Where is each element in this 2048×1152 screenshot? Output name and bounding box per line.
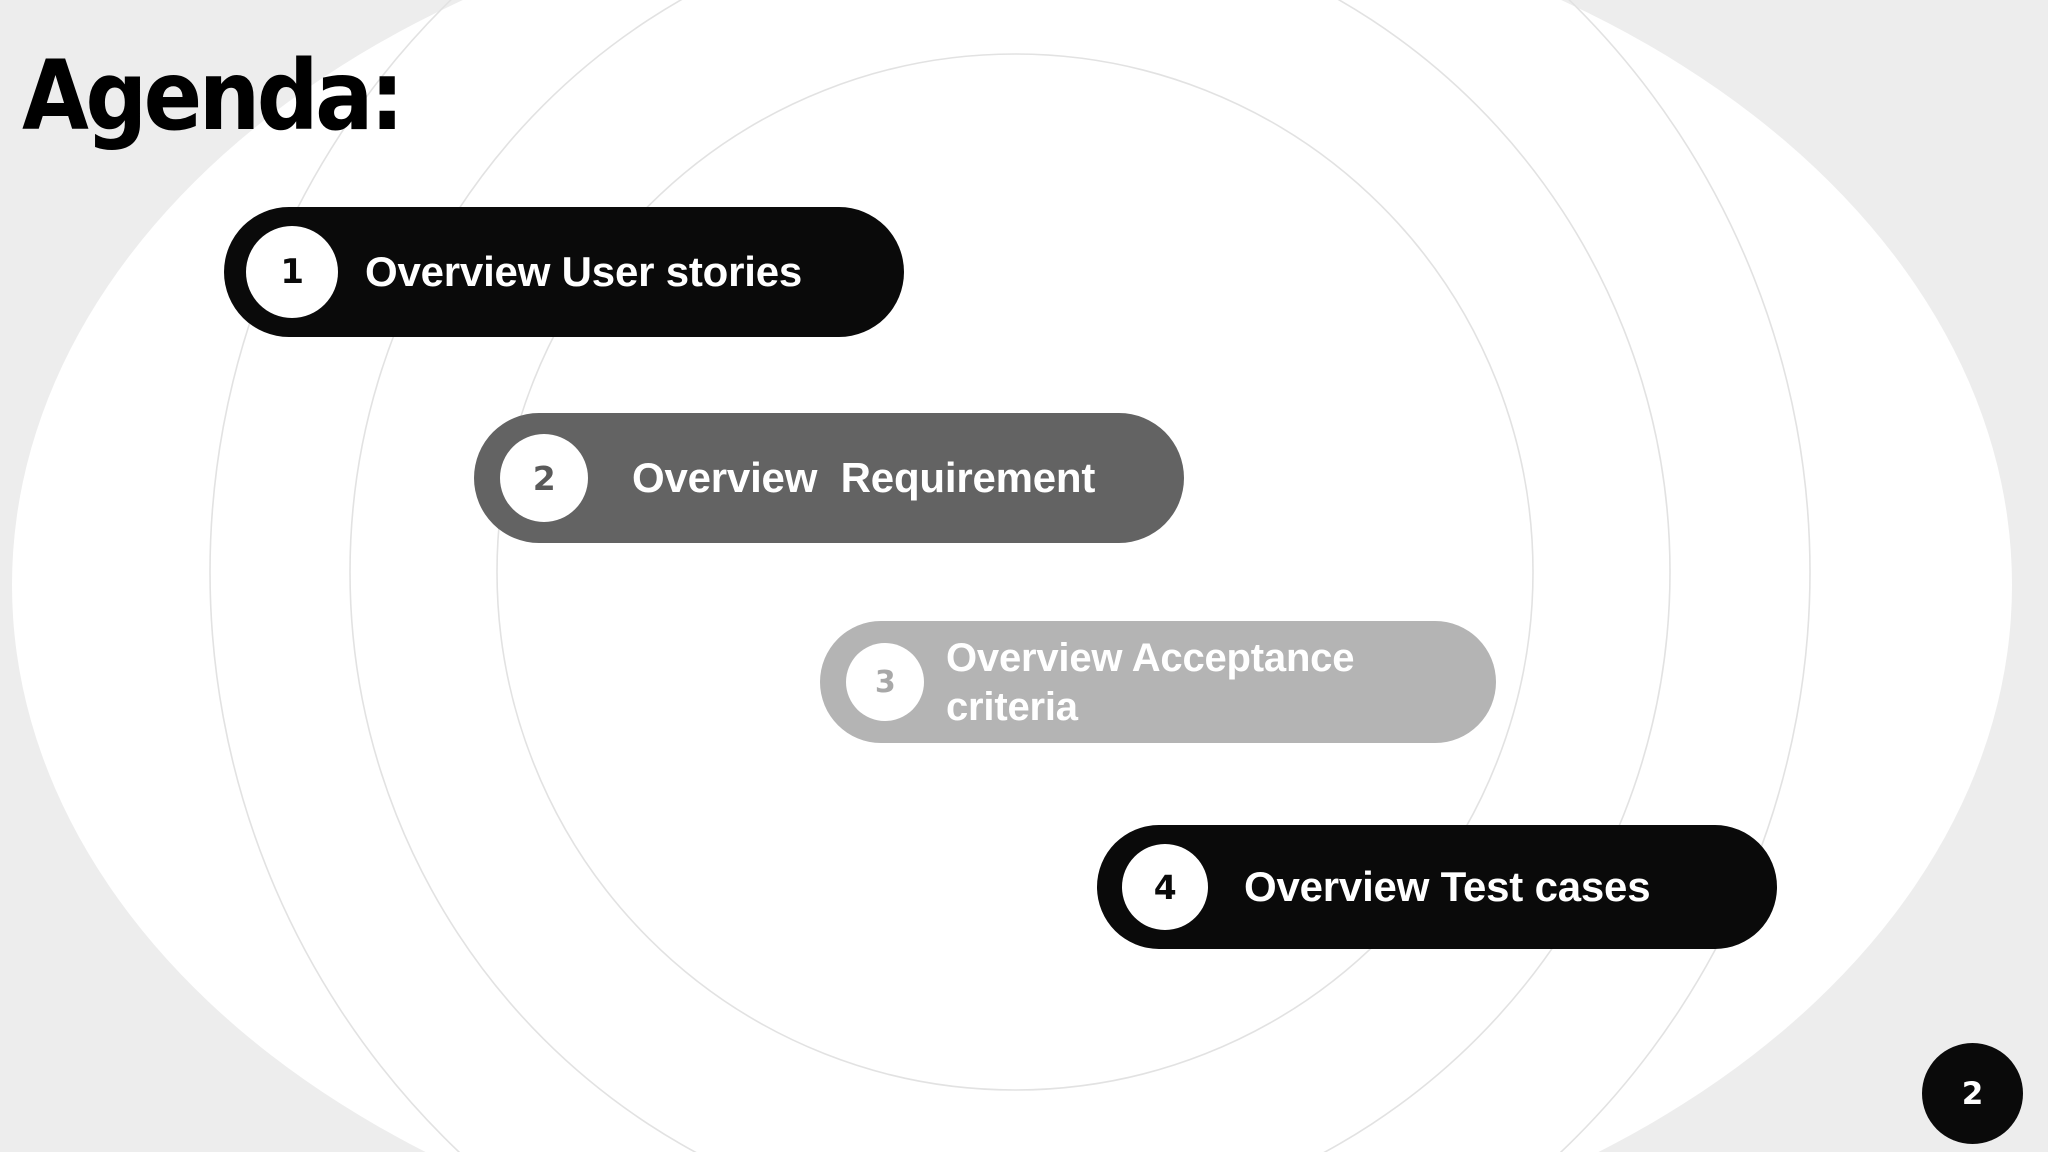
agenda-item-2-number-badge: 2	[500, 434, 588, 522]
agenda-item-1-label: Overview User stories	[365, 248, 803, 295]
agenda-item-2[interactable]: 2 Overview Requirement	[474, 413, 1184, 543]
agenda-item-4-number-badge: 4	[1122, 844, 1208, 930]
background-arc-outer	[209, 0, 1811, 1152]
agenda-item-2-label: Overview Requirement	[632, 454, 1096, 501]
agenda-item-3[interactable]: 3 Overview Acceptance criteria	[820, 621, 1496, 743]
background-arc-inner	[496, 53, 1534, 1091]
agenda-item-4-number: 4	[1153, 867, 1177, 907]
page-number: 2	[1961, 1075, 1984, 1112]
agenda-item-3-number-badge: 3	[846, 643, 924, 721]
background-arc-middle	[349, 0, 1671, 1152]
page-number-badge: 2	[1922, 1043, 2023, 1144]
agenda-item-1[interactable]: 1 Overview User stories	[224, 207, 904, 337]
agenda-item-3-label: Overview Acceptance criteria	[946, 636, 1355, 729]
white-disc-shape	[12, 0, 2012, 1152]
agenda-item-1-number: 1	[280, 252, 304, 292]
agenda-item-2-number: 2	[532, 458, 556, 498]
agenda-item-4-label: Overview Test cases	[1244, 863, 1651, 910]
agenda-item-3-number: 3	[874, 664, 896, 700]
page-title: Agenda:	[22, 40, 404, 152]
agenda-item-1-number-badge: 1	[246, 226, 338, 318]
agenda-item-4[interactable]: 4 Overview Test cases	[1097, 825, 1777, 949]
